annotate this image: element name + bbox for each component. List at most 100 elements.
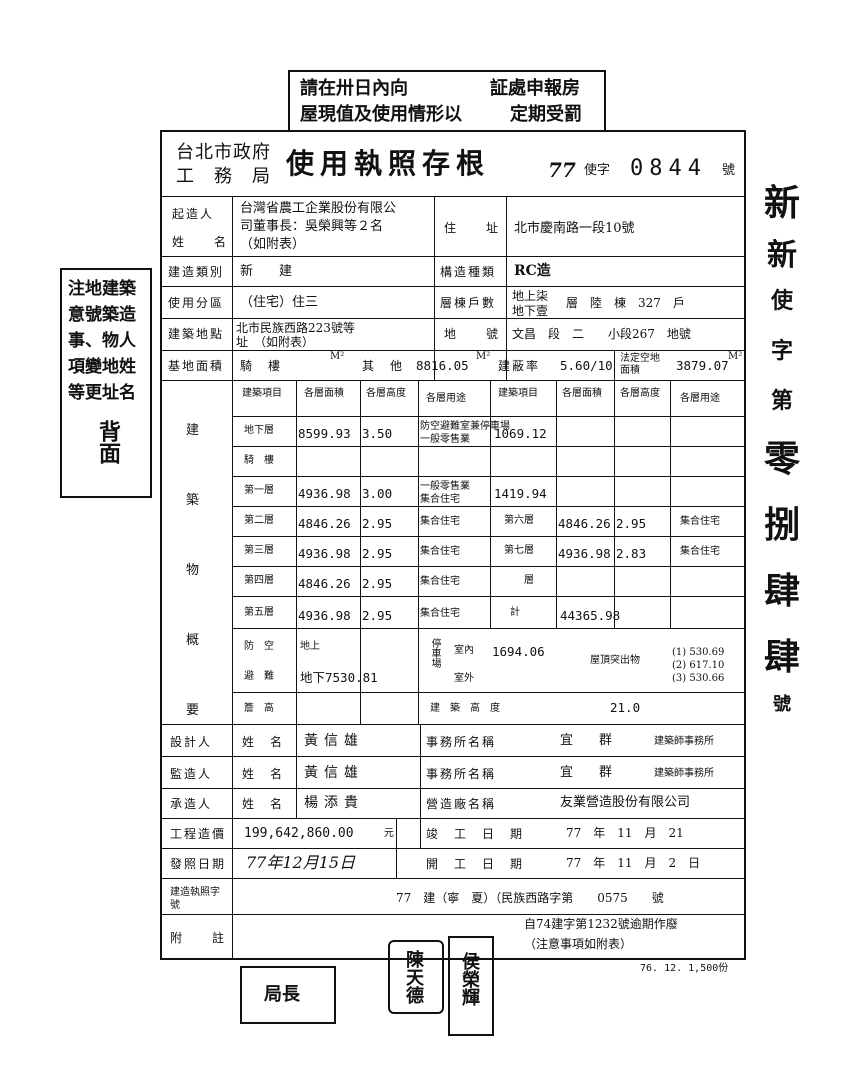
address-value: 北市慶南路一段10號 — [514, 221, 635, 236]
supervisor-firm: 宜 群 — [560, 765, 613, 780]
area-label: 基地面積 — [168, 359, 225, 373]
issue-label: 發照日期 — [170, 857, 227, 871]
site-label: 建築地點 — [168, 327, 225, 341]
grid-line — [160, 756, 746, 757]
floor-name: 第五層 — [244, 607, 274, 618]
grid-line — [160, 848, 746, 849]
seal-box-2: 陳天德 — [388, 940, 444, 1014]
side-char: 物 — [186, 563, 200, 578]
shelter-above: 地上 — [300, 641, 320, 652]
header-org1: 台北市政府 — [176, 142, 271, 163]
bheight-value: 21.0 — [610, 700, 641, 715]
shelter-label: 防 空 — [244, 641, 274, 652]
floor-name: 第七層 — [504, 545, 534, 556]
builder-value2: 司董事長：吳榮興等２名 — [240, 219, 384, 234]
grid-line — [490, 380, 491, 628]
header-prefix: 使字 — [584, 163, 611, 178]
bheight-label: 建 築 高 度 — [430, 703, 500, 714]
grid-line — [232, 476, 746, 477]
grid-line — [506, 196, 507, 380]
designer-firm-suffix: 建築師事務所 — [654, 736, 714, 747]
grid-line — [160, 818, 746, 819]
lot-label: 地 號 — [444, 327, 501, 341]
floors-above: 地上柒 — [512, 289, 549, 303]
shelter-below: 地下7530.81 — [300, 670, 378, 685]
floors-below: 地下壹 — [512, 304, 549, 318]
floor-name: 地下層 — [244, 425, 274, 436]
floor-use: 集合住宅 — [420, 516, 460, 527]
grid-line — [418, 380, 419, 724]
complete-label: 竣 工 日 期 — [426, 827, 525, 841]
floor-height: 2.95 — [362, 576, 393, 591]
contractor-name: 楊添貴 — [304, 795, 364, 811]
builder-label: 起造人 — [172, 207, 215, 221]
legal-label: 法定空地面積 — [620, 353, 660, 376]
top-notice-stamp: 請在卅日內向 証處申報房 屋現值及使用情形以 定期受罰 — [288, 70, 606, 132]
floor-height: 2.83 — [616, 546, 647, 561]
side-char: 概 — [186, 633, 200, 648]
complete-value: 77 年 11 月 21 — [566, 826, 684, 840]
grid-line — [160, 196, 746, 197]
supervisor-label: 監造人 — [170, 767, 213, 781]
permit-form — [160, 130, 746, 960]
grid-line — [160, 788, 746, 789]
supervisor-firm-suffix: 建築師事務所 — [654, 768, 714, 779]
struct-value: RC造 — [514, 263, 551, 279]
left-note-line: 意號築造 — [68, 305, 136, 325]
site-value1: 北市民族西路223號等 — [236, 321, 355, 335]
right-stamp-char: 肆 — [763, 636, 800, 678]
parking-label: 停車場 — [429, 638, 440, 668]
designer-firm: 宜 群 — [560, 733, 613, 748]
floor-area: 4846.26 — [298, 576, 351, 591]
floor-area: 4846.26 — [558, 516, 611, 531]
floor-use: 集合住宅 — [680, 546, 720, 557]
coverage-label: 建蔽率 — [498, 359, 541, 373]
floor-height: 2.95 — [362, 516, 393, 531]
contractor-name-label: 姓 名 — [242, 797, 285, 811]
parking-in-value: 1694.06 — [492, 644, 545, 659]
grid-line — [232, 506, 746, 507]
left-note-lines: 注地建築 意號築造 事、物人 項變地姓 等更址名 — [68, 276, 136, 406]
legal-value: 3879.07 — [676, 358, 729, 373]
grid-line — [160, 878, 746, 879]
floor-height: 2.95 — [362, 546, 393, 561]
roof-value: (1) 530.69 — [672, 647, 725, 658]
floor-use: 一般零售業 集合住宅 — [420, 481, 470, 505]
floor-name: 第三層 — [244, 545, 274, 556]
right-stamp-char: 捌 — [763, 504, 800, 546]
floor-use: 集合住宅 — [680, 516, 720, 527]
right-stamp-char: 使 — [770, 288, 793, 314]
col-height-right: 各層高度 — [620, 388, 660, 399]
address-label: 住 址 — [444, 221, 501, 235]
grid-line — [160, 286, 746, 287]
col-area-right: 各層面積 — [562, 388, 602, 399]
issue-value: 77年12月15日 — [246, 853, 356, 872]
supervisor-firm-label: 事務所名稱 — [426, 767, 497, 781]
grid-line — [160, 914, 746, 915]
company-label: 營造廠名稱 — [426, 797, 497, 811]
seal-3: 侯榮輝 — [459, 952, 480, 1006]
permit-label: 建造執照字號 — [170, 887, 220, 911]
top-stamp-line2b: 定期受罰 — [510, 104, 582, 125]
seal-box-1: 局長 — [240, 966, 336, 1024]
area-other: 8816.05 — [416, 358, 469, 373]
parking-in: 室內 — [454, 645, 474, 656]
roof-label: 屋頂突出物 — [590, 655, 640, 666]
coverage-value: 5.60/10 — [560, 358, 613, 373]
floor-area: 4846.26 — [298, 516, 351, 531]
right-stamp-char: 字 — [770, 338, 793, 364]
grid-line — [232, 446, 746, 447]
floor-area: 4936.98 — [298, 546, 351, 561]
floor-name: 計 — [510, 607, 520, 618]
start-label: 開 工 日 期 — [426, 857, 525, 871]
legal-unit: M² — [728, 351, 743, 362]
floor-height: 3.00 — [362, 486, 393, 501]
grid-line — [160, 256, 746, 257]
floor-use: 集合住宅 — [420, 546, 460, 557]
floor-use: 防空避難室兼停車場 一般零售業 — [420, 421, 510, 445]
col-item-right: 建築項目 — [498, 388, 538, 399]
right-stamp-char: 號 — [773, 694, 791, 715]
floor-height: 2.95 — [362, 608, 393, 623]
floor-name: 第二層 — [244, 515, 274, 526]
cost-unit: 元 — [384, 828, 394, 839]
